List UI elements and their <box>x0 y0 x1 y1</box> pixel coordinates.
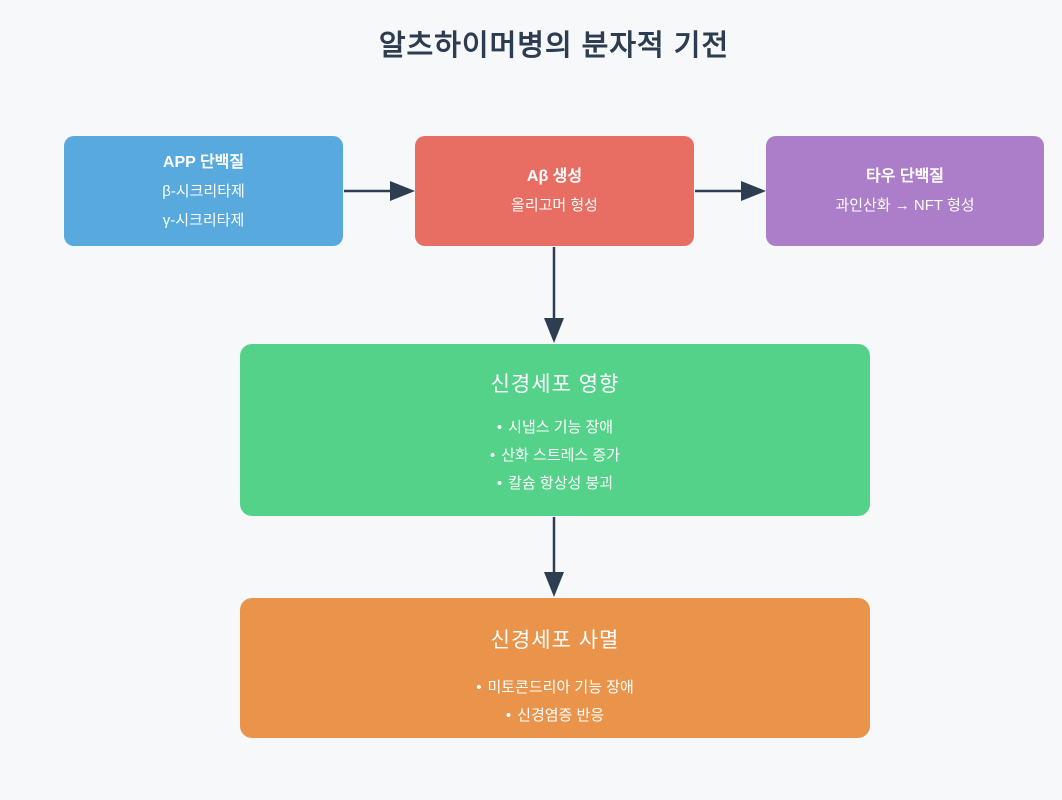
node-tau-protein: 타우 단백질 과인산화 → NFT 형성 <box>766 136 1044 246</box>
node-effects-bullet-calcium: • 칼슘 항상성 붕괴 <box>497 470 613 498</box>
bullet-text: 산화 스트레스 증가 <box>501 447 620 464</box>
node-app-protein: APP 단백질 β-시크리타제 γ-시크리타제 <box>64 136 343 246</box>
node-death-bullet-mitochondria: • 미토콘드리아 기능 장애 <box>476 674 634 702</box>
node-neuron-effects: 신경세포 영향 • 시냅스 기능 장애 • 산화 스트레스 증가 • 칼슘 항상성 붕… <box>240 344 870 516</box>
node-death-bullet-neuroinflammation: • 신경염증 반응 <box>506 702 604 730</box>
bullet-icon: • <box>476 679 482 696</box>
bullet-text: 칼슘 항상성 붕괴 <box>508 475 614 492</box>
node-neuron-death: 신경세포 사멸 • 미토콘드리아 기능 장애 • 신경염증 반응 <box>240 598 870 738</box>
node-abeta-production: Aβ 생성 올리고머 형성 <box>415 136 694 246</box>
bullet-text: 신경염증 반응 <box>517 707 605 724</box>
bullet-icon: • <box>496 419 503 436</box>
node-app-line-beta: β-시크리타제 <box>162 182 245 200</box>
arrow-abeta-to-tau <box>695 181 766 201</box>
node-app-title: APP 단백질 <box>162 153 245 171</box>
node-effects-bullet-synapse: • 시냅스 기능 장애 <box>497 414 613 442</box>
diagram-title: 알츠하이머병의 분자적 기전 <box>378 30 730 62</box>
node-tau-line-nft: 과인산화 → NFT 형성 <box>835 197 975 214</box>
bullet-icon: • <box>489 447 496 464</box>
node-app-line-gamma: γ-시크리타제 <box>162 211 245 229</box>
node-effects-bullet-oxidative: • 산화 스트레스 증가 <box>490 442 620 470</box>
arrow-abeta-to-effects <box>544 247 564 343</box>
bullet-icon: • <box>496 475 503 492</box>
node-tau-title: 타우 단백질 <box>865 168 945 185</box>
arrow-effects-to-death <box>544 517 564 597</box>
bullet-text: 시냅스 기능 장애 <box>508 419 614 436</box>
node-abeta-title: Aβ 생성 <box>526 168 583 185</box>
bullet-icon: • <box>505 707 512 724</box>
arrow-app-to-abeta <box>344 181 415 201</box>
node-effects-title: 신경세포 영향 <box>490 373 620 396</box>
node-death-title: 신경세포 사멸 <box>490 629 620 652</box>
node-abeta-line-oligomer: 올리고머 형성 <box>511 197 598 214</box>
bullet-text: 미토콘드리아 기능 장애 <box>487 679 634 696</box>
